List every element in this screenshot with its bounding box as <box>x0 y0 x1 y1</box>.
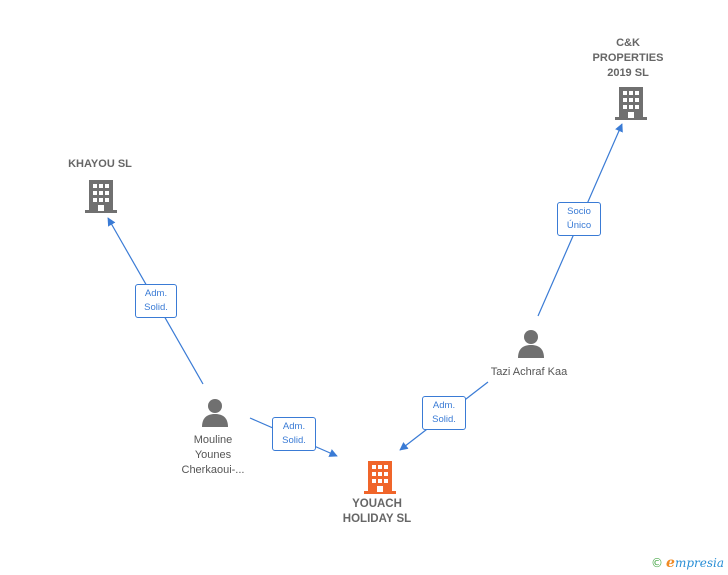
edge-label-line: Único <box>566 220 592 231</box>
node-ck-label[interactable]: C&K PROPERTIES 2019 SL <box>578 36 678 81</box>
person-icon[interactable] <box>200 397 230 427</box>
edge-label-line: Solid. <box>282 435 306 446</box>
building-icon[interactable] <box>615 85 647 121</box>
node-ck-label-line: C&K <box>616 37 640 49</box>
edge-label-line: Adm. <box>144 288 168 299</box>
empresia-brand[interactable]: ©empresia <box>651 555 724 571</box>
node-mouline-label-line: Mouline <box>193 434 233 446</box>
edge-label-line: Socio <box>567 206 591 217</box>
node-mouline-label-line: Younes <box>194 449 232 461</box>
node-ck-label-line: PROPERTIES <box>592 52 664 64</box>
brand-text: mpresia <box>674 556 724 570</box>
node-youach-label-line: YOUACH <box>352 498 402 510</box>
node-youach-label[interactable]: YOUACH HOLIDAY SL <box>317 497 437 527</box>
edge-label-line: Adm. <box>282 421 306 432</box>
node-mouline-label[interactable]: Mouline Younes Cherkaoui-... <box>163 433 263 478</box>
person-icon[interactable] <box>516 328 546 358</box>
node-khayou-label[interactable]: KHAYOU SL <box>68 158 132 170</box>
brand-initial: e <box>666 555 675 571</box>
node-ck-label-line: 2019 SL <box>607 67 649 79</box>
edge-label-line: Solid. <box>144 302 168 313</box>
node-tazi-label[interactable]: Tazi Achraf Kaa <box>490 366 568 378</box>
edge-label-tazi-ck: Socio Único <box>557 202 601 236</box>
copyright-icon: © <box>651 556 664 570</box>
edge-label-line: Solid. <box>432 414 456 425</box>
edge-label-mouline-khayou: Adm. Solid. <box>135 284 177 318</box>
building-icon[interactable] <box>364 459 396 495</box>
node-mouline-label-line: Cherkaoui-... <box>181 464 245 476</box>
building-icon[interactable] <box>85 178 117 214</box>
edge-label-line: Adm. <box>432 400 456 411</box>
edge-label-tazi-youach: Adm. Solid. <box>422 396 466 430</box>
edge-label-mouline-youach: Adm. Solid. <box>272 417 316 451</box>
node-youach-label-line: HOLIDAY SL <box>342 513 412 525</box>
